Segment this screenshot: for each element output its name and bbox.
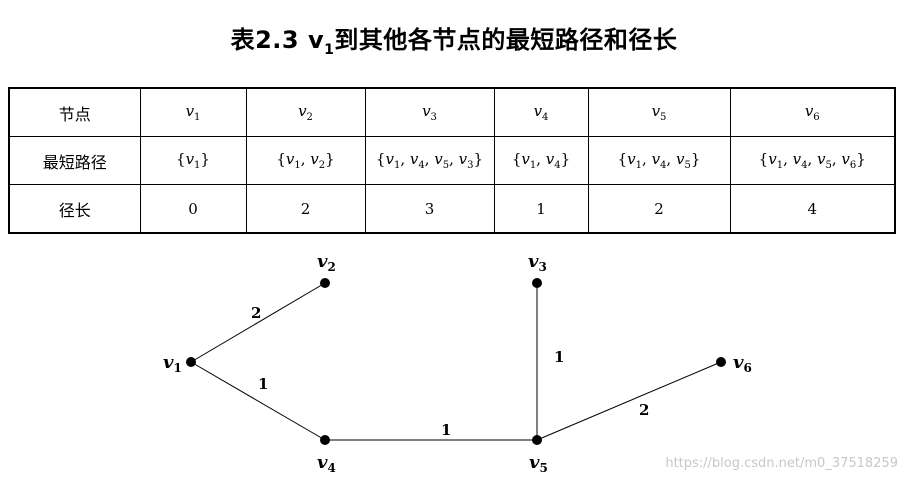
node-label: v4 — [317, 452, 336, 475]
edge-weight: 1 — [258, 375, 268, 393]
table-cell: {v1, v4, v5, v3} — [364, 136, 495, 185]
node-label: v2 — [317, 251, 336, 274]
table-cell: v6 — [729, 87, 896, 137]
title-text-rest: 到其他各节点的最短路径和径长 — [334, 26, 678, 54]
table-cell: v1 — [139, 87, 247, 137]
node-v1 — [186, 357, 196, 367]
row-header: 径长 — [8, 184, 141, 234]
graph-diagram: 2 1 1 1 2 v1 v2 v3 v4 v5 v6 — [163, 251, 752, 475]
node-v4 — [320, 435, 330, 445]
table-cell: 3 — [364, 184, 495, 234]
page-title: 表2.3 v1到其他各节点的最短路径和径长 — [0, 20, 908, 58]
edge-v1-v4 — [190, 361, 326, 441]
table-cell: {v1, v4, v5} — [587, 136, 731, 185]
table-cell: v2 — [245, 87, 366, 137]
node-v3 — [532, 278, 542, 288]
node-v6 — [716, 357, 726, 367]
title-subscript: 1 — [324, 42, 335, 58]
watermark: https://blog.csdn.net/m0_37518259 — [665, 456, 898, 471]
edge-weight: 2 — [251, 304, 261, 322]
table-cell: 4 — [729, 184, 896, 234]
table-cell: v3 — [364, 87, 495, 137]
table-cell: 2 — [587, 184, 731, 234]
node-label: v3 — [528, 251, 547, 274]
table-cell: {v1, v2} — [245, 136, 366, 185]
title-text: 表2.3 v — [230, 26, 325, 54]
node-v5 — [532, 435, 542, 445]
table-cell: 0 — [139, 184, 247, 234]
edge-weight: 1 — [554, 348, 564, 366]
node-label: v1 — [163, 352, 182, 375]
edge-weight: 2 — [639, 401, 649, 419]
table-cell: {v1} — [139, 136, 247, 185]
table-cell: {v1, v4, v5, v6} — [729, 136, 896, 185]
table-cell: v5 — [587, 87, 731, 137]
table-cell: 2 — [245, 184, 366, 234]
table-cell: {v1, v4} — [493, 136, 589, 185]
row-header: 最短路径 — [8, 136, 141, 185]
table-row: 最短路径{v1}{v1, v2}{v1, v4, v5, v3}{v1, v4}… — [8, 136, 896, 185]
table-cell: 1 — [493, 184, 589, 234]
node-label: v5 — [529, 452, 548, 475]
edge-weight: 1 — [441, 421, 451, 439]
node-v2 — [320, 278, 330, 288]
table-cell: v4 — [493, 87, 589, 137]
edge-v1-v2 — [190, 282, 326, 363]
edge-v5-v6 — [536, 361, 722, 441]
node-label: v6 — [733, 352, 752, 375]
row-header: 节点 — [8, 87, 141, 137]
